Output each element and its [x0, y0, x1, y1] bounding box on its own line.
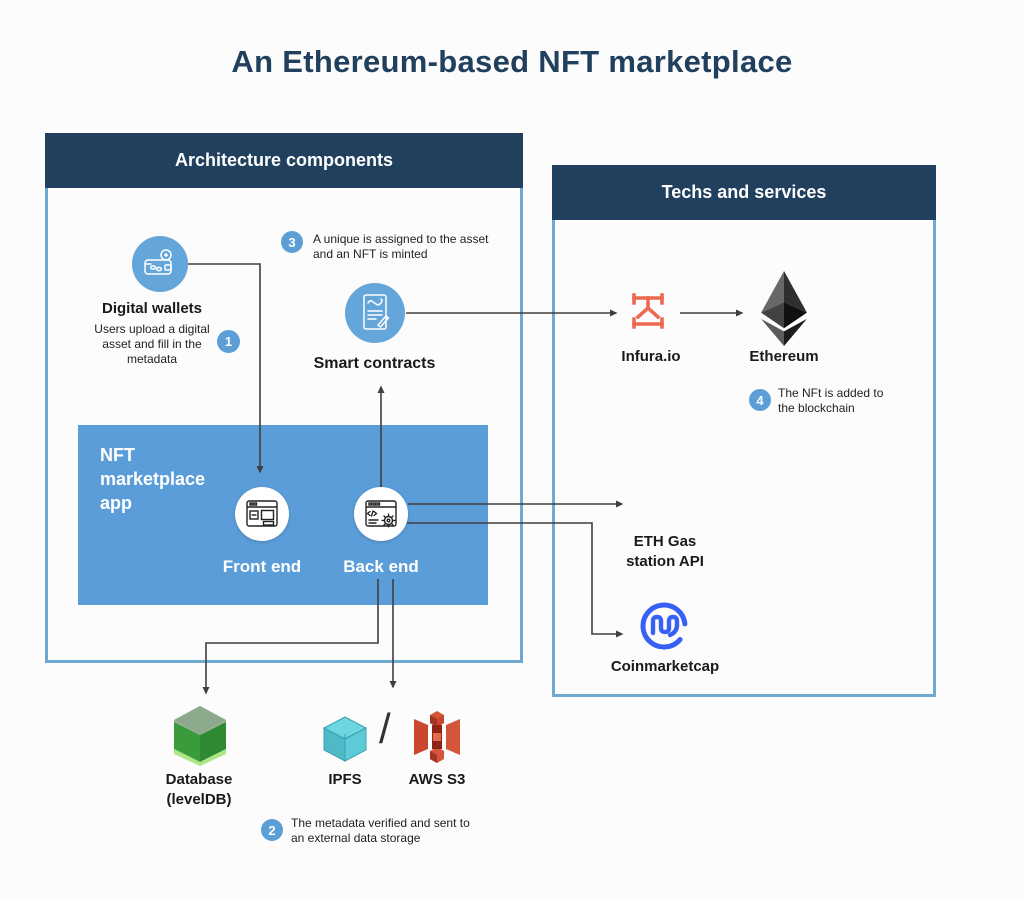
- coinmarketcap-logo-wrap: [638, 600, 690, 652]
- wallet-icon: [144, 249, 172, 275]
- step-3-badge: 3: [281, 231, 303, 253]
- aws-s3-label: AWS S3: [408, 771, 466, 788]
- contract-icon: [363, 294, 390, 330]
- smart-contracts-circle: [345, 283, 405, 343]
- step-2-badge: 2: [261, 819, 283, 841]
- browser-layout-icon: [246, 500, 278, 527]
- architecture-panel-header: Architecture components: [45, 133, 523, 188]
- digital-wallets-description: Users upload a digital asset and fill in…: [94, 322, 210, 366]
- step-2-text: The metadata verified and sent to an ext…: [291, 816, 470, 845]
- ethereum-logo-wrap: [760, 271, 808, 347]
- ipfs-label: IPFS: [328, 771, 362, 788]
- slash-separator: /: [379, 705, 391, 752]
- step-3-text: A unique is assigned to the asset and an…: [313, 232, 489, 261]
- ethereum-label: Ethereum: [749, 348, 819, 365]
- coinmarketcap-label: Coinmarketcap: [610, 658, 720, 675]
- digital-wallets-label: Digital wallets: [101, 300, 203, 317]
- coinmarketcap-logo: [640, 602, 688, 650]
- nft-app-label: NFT marketplace app: [100, 445, 206, 513]
- aws-s3-icon-wrap: [410, 709, 464, 765]
- back-end-label: Back end: [343, 557, 419, 576]
- ipfs-icon-wrap: [320, 714, 370, 764]
- step-1-badge: 1: [217, 330, 240, 353]
- digital-wallets-circle: [132, 236, 188, 292]
- infura-logo-wrap: [626, 291, 670, 333]
- eth-gas-label: ETH Gas station API: [626, 533, 704, 570]
- front-end-label: Front end: [222, 557, 302, 576]
- browser-gear-icon: [365, 500, 397, 528]
- database-label: Database: [165, 771, 233, 788]
- back-end-circle: [354, 487, 408, 541]
- techs-panel: [552, 165, 936, 697]
- front-end-circle: [235, 487, 289, 541]
- techs-panel-header: Techs and services: [552, 165, 936, 220]
- ipfs-cube-icon: [322, 716, 368, 762]
- aws-s3-icon: [414, 711, 460, 763]
- database-sublabel: (levelDB): [166, 791, 232, 808]
- smart-contracts-label: Smart contracts: [313, 355, 436, 372]
- infura-logo: [632, 293, 664, 329]
- page-title: An Ethereum-based NFT marketplace: [231, 44, 793, 79]
- database-icon-wrap: [170, 704, 230, 766]
- infura-label: Infura.io: [621, 348, 681, 365]
- step-4-badge: 4: [749, 389, 771, 411]
- database-cube-icon: [174, 706, 226, 766]
- step-4-text: The NFt is added to the blockchain: [778, 386, 884, 415]
- ethereum-logo: [761, 271, 807, 346]
